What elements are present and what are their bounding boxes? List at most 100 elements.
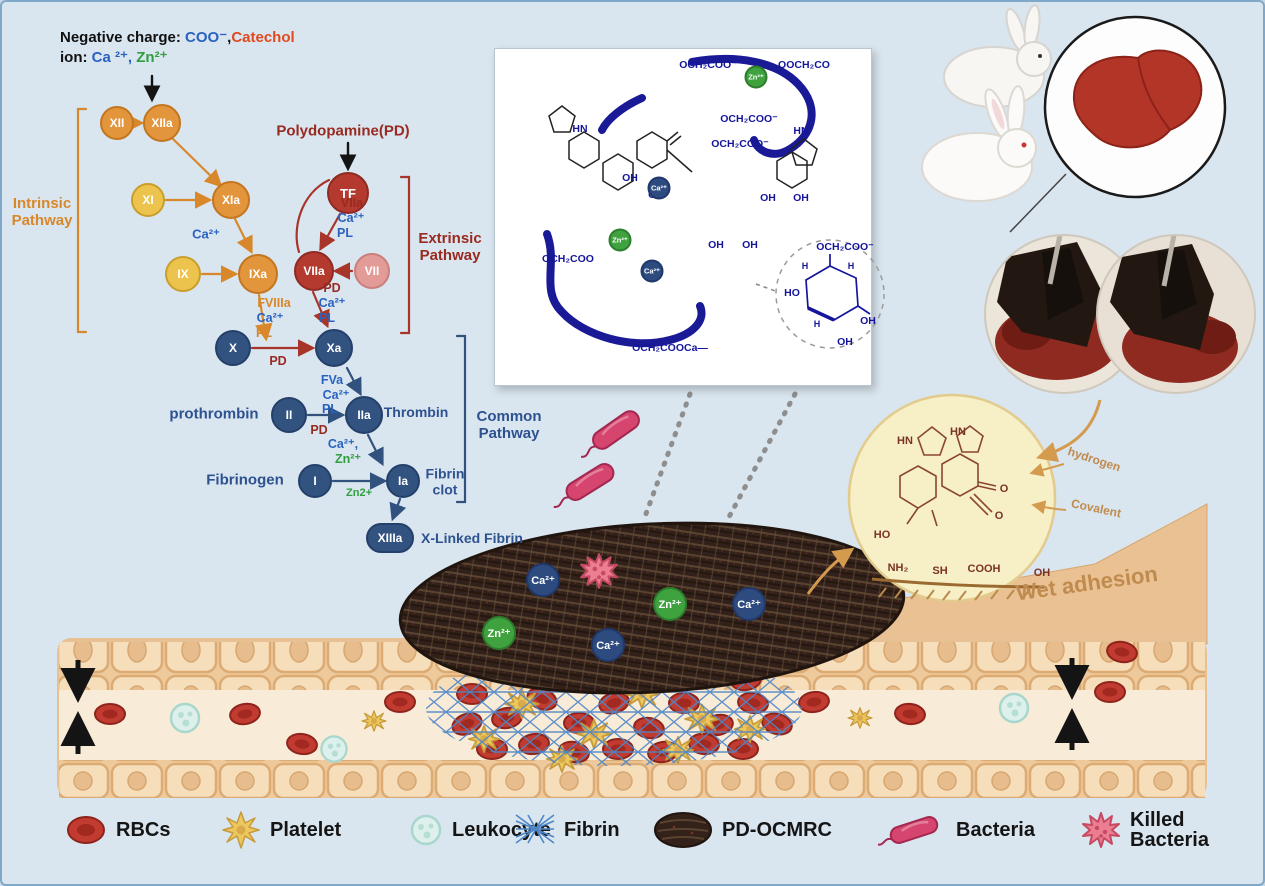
node-ixa: IXa <box>238 254 278 294</box>
ca-ion-badge: Ca²⁺ <box>591 628 625 662</box>
ca-ion-badge: Ca²⁺ <box>647 176 671 200</box>
node-xi: XI <box>131 183 165 217</box>
cofactor-pl-viia: PL <box>319 311 335 325</box>
leukocyte-icon <box>410 814 442 846</box>
pd-ocmrc-patch <box>398 521 906 695</box>
legend-label-fibrin: Fibrin <box>564 819 620 841</box>
node-xia: XIa <box>212 181 250 219</box>
legend-item-fibrin: Fibrin <box>514 802 620 858</box>
tissue-surface-line <box>871 577 1045 589</box>
chem-label: OH <box>837 336 853 349</box>
node-xii: XII <box>100 106 134 140</box>
rabbit-eye <box>1038 54 1042 58</box>
node-xiiia: XIIIa <box>366 523 414 553</box>
chem-label: HO <box>784 287 800 300</box>
zn-ion-label: Zn²⁺ <box>132 49 168 66</box>
node-ia: Ia <box>386 464 420 498</box>
polymer-structure-panel <box>494 48 872 386</box>
surgery-photos <box>984 234 1256 394</box>
cofactor-ca-tf: Ca²⁺ <box>337 211 365 225</box>
chem-label: OCH₂COOCa— <box>632 342 708 355</box>
node-ii: II <box>271 397 307 433</box>
platelet-icon <box>222 811 260 849</box>
chem-label: OCH₂COO⁻ <box>679 59 737 72</box>
node-xiia: XIIa <box>143 104 181 142</box>
cofactor-zn-i: Zn2+ <box>346 486 372 499</box>
chem-label: HN <box>793 125 809 138</box>
common-pathway-label: Common Pathway <box>476 408 542 442</box>
cascade-arrows <box>76 74 467 522</box>
inset-leader-line <box>1009 173 1067 233</box>
chem-label: OH <box>622 172 638 185</box>
legend-item-rbcs: RBCs <box>64 802 170 858</box>
chem-label: OCH₂COO <box>542 253 594 266</box>
cooh-label: COOH <box>967 562 1001 575</box>
cofactor-ca-xia: Ca²⁺ <box>192 226 220 242</box>
vessel-flow-arrows <box>60 658 1090 754</box>
legend-item-pd-ocmrc: PD-OCMRC <box>652 802 832 858</box>
covalent-bond-arrow <box>1031 500 1067 515</box>
chem-label: OH <box>793 192 809 205</box>
zn-ion-badge: Zn²⁺ <box>653 587 687 621</box>
x-linked-fibrin-label: X-Linked Fibrin <box>421 530 523 547</box>
chem-label: H <box>813 318 821 329</box>
legend-label-bacteria: Bacteria <box>956 819 1035 841</box>
chem-label: OH <box>742 239 758 252</box>
catechol-label: Catechol <box>231 29 295 46</box>
intrinsic-pathway-label: Intrinsic Pathway <box>11 195 73 229</box>
chem-label: OOCH₂CO <box>778 59 830 72</box>
legend-label-rbcs: RBCs <box>116 819 171 841</box>
chem-label: OCH₂COO⁻ <box>816 241 874 254</box>
patch-to-circle-arrow <box>806 547 855 595</box>
chem-label: OCH₂COO⁻ <box>711 138 769 151</box>
o-label: O <box>994 509 1004 522</box>
rabbit-illustrations <box>921 4 1052 202</box>
node-vii: VII <box>354 253 390 289</box>
node-x: X <box>215 330 251 366</box>
ca-ion-badge: Ca²⁺ <box>526 563 560 597</box>
thrombin-label: Thrombin <box>383 404 449 421</box>
dotted-connectors <box>640 391 798 525</box>
node-tf: TF <box>327 172 369 214</box>
cofactor-ca-xa: Ca²⁺ <box>322 388 350 402</box>
fibrin-clot-label: Fibrin clot <box>425 465 465 497</box>
figure-title: Negative charge: COO⁻,Catechol ion: Ca ²… <box>60 28 295 68</box>
liver-shape <box>1072 49 1203 149</box>
coo-label: COO⁻ <box>185 29 228 46</box>
hn-label: HN <box>950 425 966 438</box>
vessel-lower-wall <box>59 760 1205 798</box>
node-ix: IX <box>165 256 201 292</box>
legend-label-platelet: Platelet <box>270 819 342 841</box>
o-label: O <box>999 482 1009 495</box>
liver-inset <box>1009 15 1227 233</box>
adhesion-circle <box>847 393 1067 603</box>
ca-ion-label: Ca ²⁺, <box>91 49 133 66</box>
cofactor-fviiia: FVIIIa <box>257 296 291 310</box>
nh2-label: NH₂ <box>887 561 909 574</box>
chem-label: OCH₂COO⁻ <box>720 113 778 126</box>
cofactor-pd-viia: PD <box>323 281 341 295</box>
extrinsic-pathway-label: Extrinsic Pathway <box>418 230 482 264</box>
ion-label: ion: <box>60 49 92 66</box>
header-line1: Negative charge: COO⁻,Catechol <box>60 28 295 48</box>
cofactor-ca-viia: Ca²⁺ <box>318 296 346 310</box>
fibrin-icon <box>515 814 555 844</box>
chem-label: HN <box>572 123 588 136</box>
cofactor-viia: VIIa <box>340 196 364 210</box>
node-xa: Xa <box>315 329 353 367</box>
node-i: I <box>298 464 332 498</box>
chem-label: H <box>801 260 809 271</box>
bacteria-pair <box>546 406 644 515</box>
oh-label: OH <box>1033 566 1051 579</box>
cofactor-pd-x: PD <box>269 354 287 368</box>
cofactor-pd-ii: PD <box>310 423 328 437</box>
zn-ion-badge: Zn²⁺ <box>608 228 632 252</box>
cofactor-pl-tf: PL <box>337 226 353 240</box>
prothrombin-label: prothrombin <box>169 405 259 423</box>
sh-label: SH <box>932 564 948 577</box>
chem-label: OH <box>708 239 724 252</box>
ca-ion-badge: Ca²⁺ <box>732 587 766 621</box>
legend-label-killed-bacteria: Killed Bacteria <box>1130 809 1209 851</box>
